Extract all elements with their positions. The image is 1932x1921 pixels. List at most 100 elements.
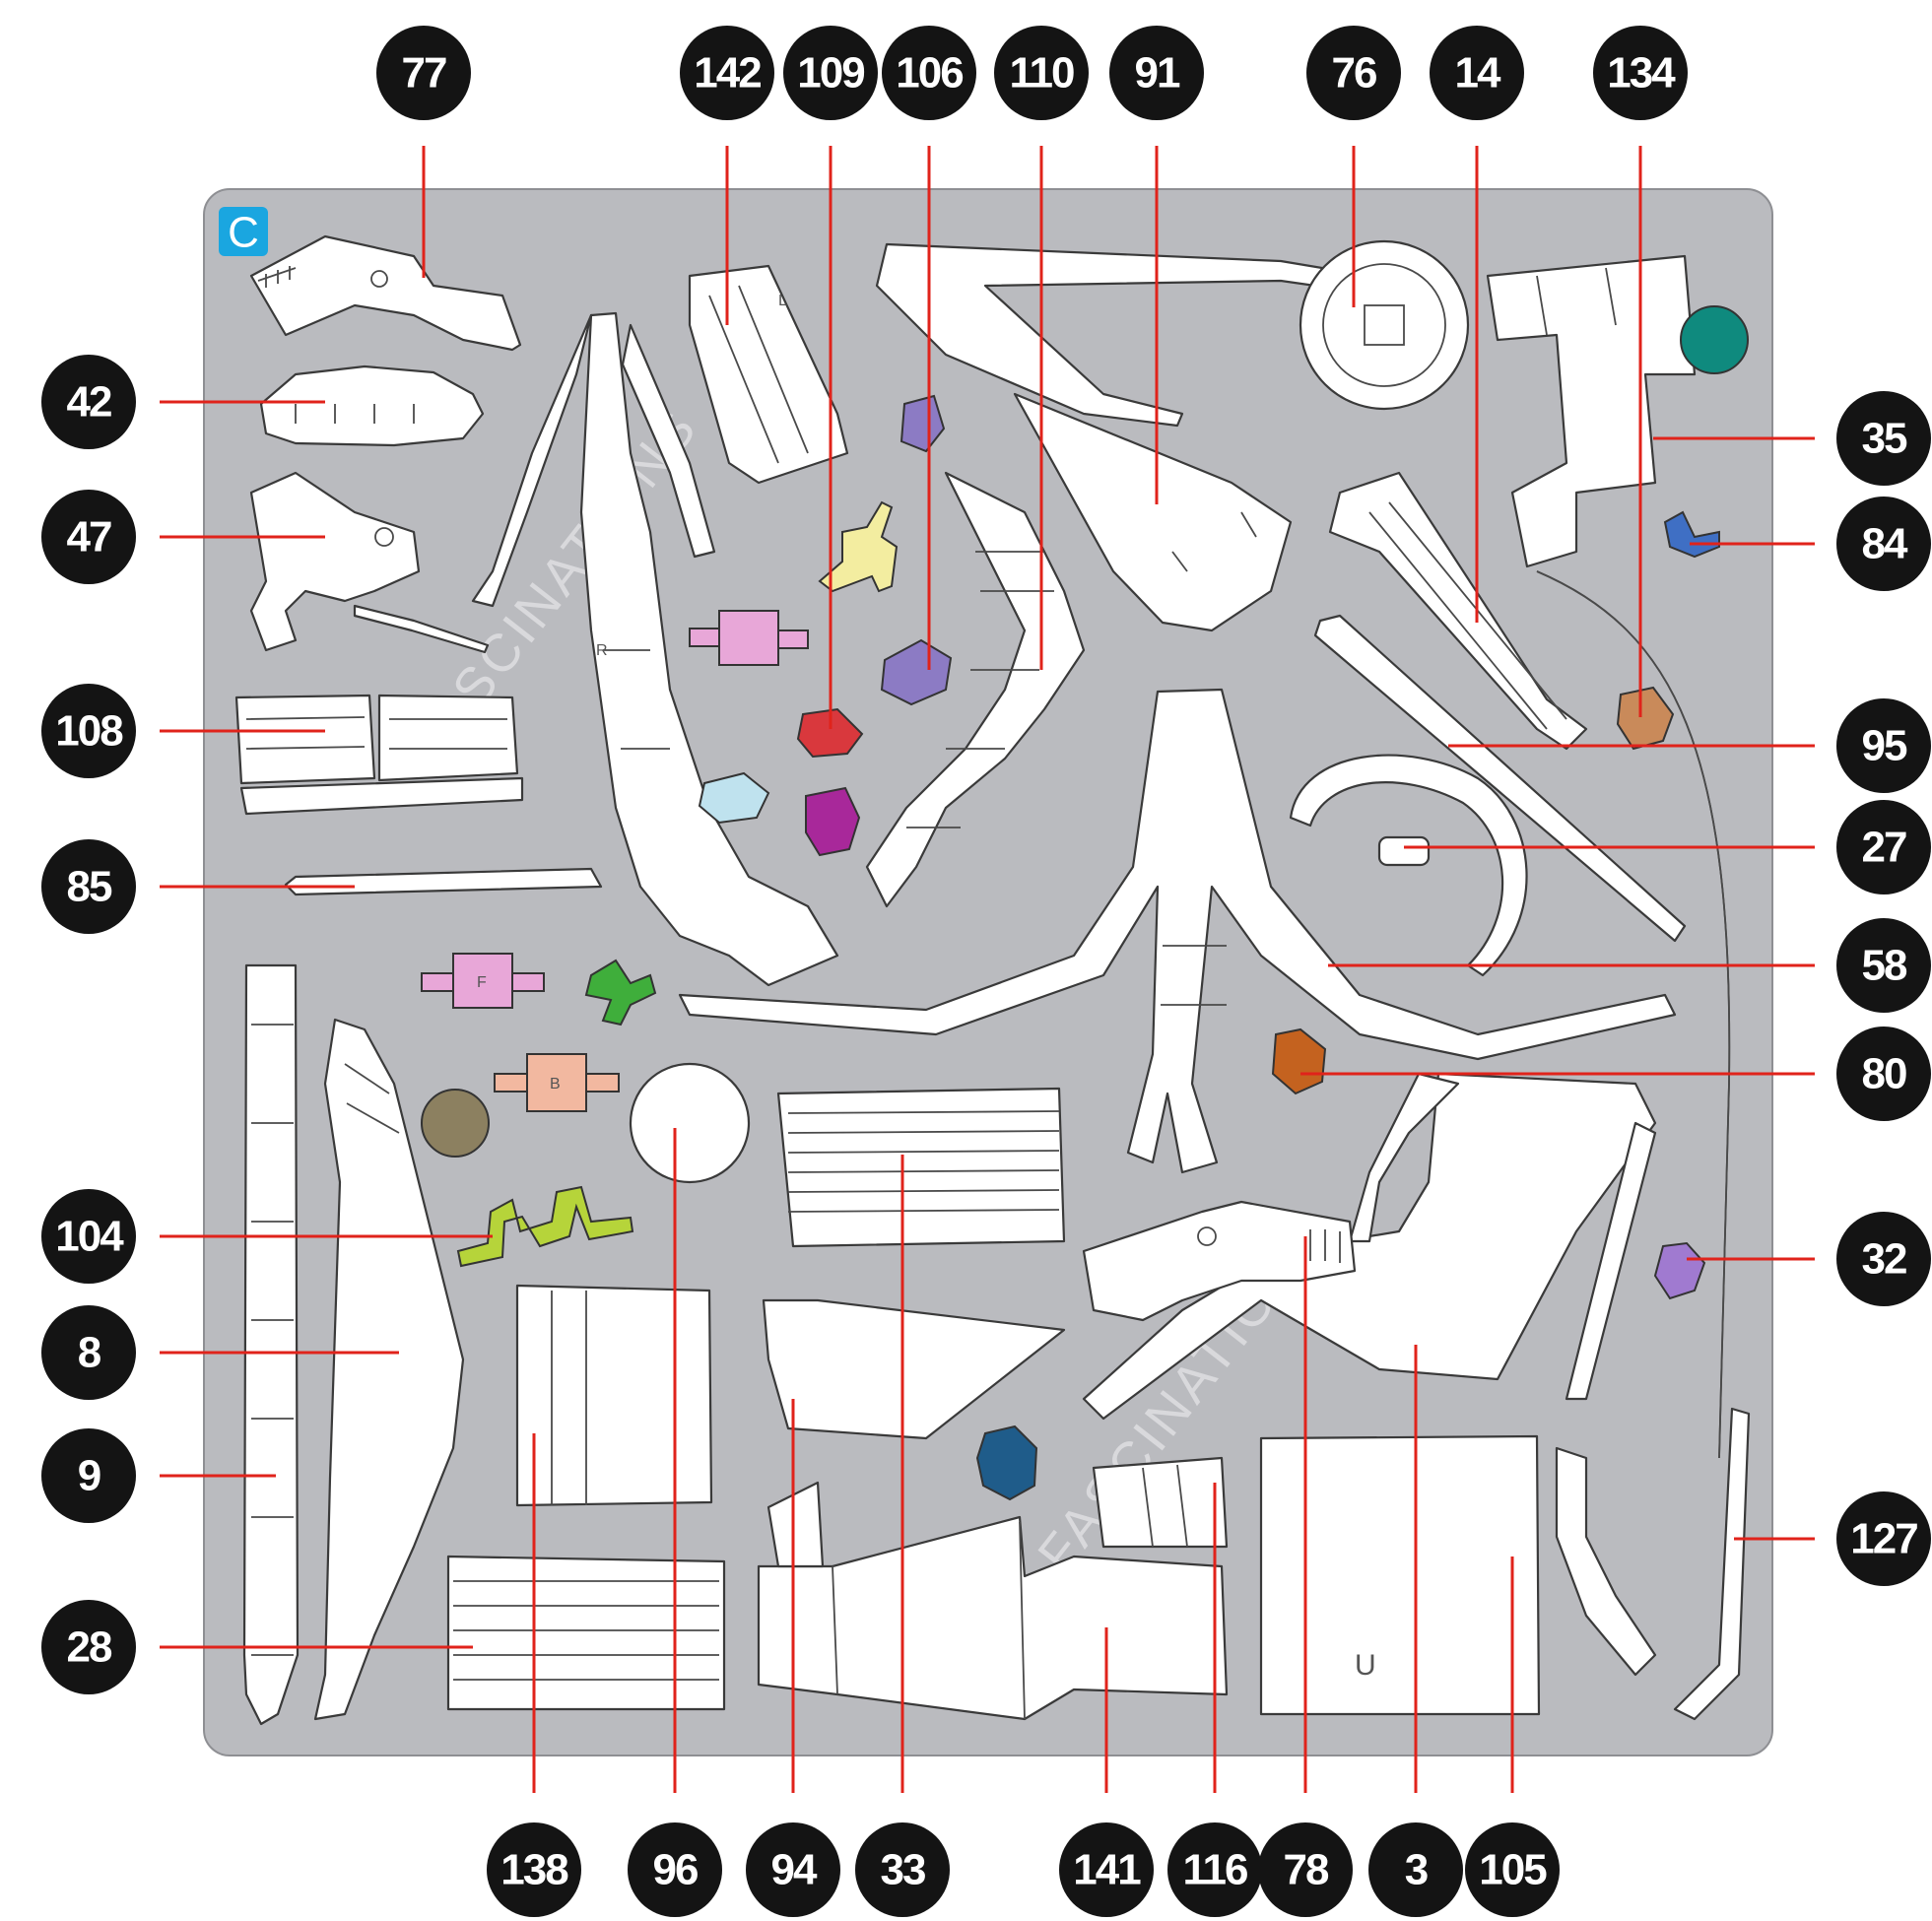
part-badge-142: 142 [680,26,774,120]
part-badge-label: 110 [1010,49,1075,98]
part-badge-label: 85 [67,863,112,911]
part-badge-138: 138 [487,1822,581,1917]
part-badge-58: 58 [1836,918,1931,1013]
part-138-shape [515,1284,713,1507]
part-95-shape [1313,614,1687,943]
lilac-piece-32 [1653,1241,1706,1300]
part-badge-9: 9 [41,1428,136,1523]
part-badge-84: 84 [1836,497,1931,591]
part-33-shape [776,1087,1066,1248]
purple-piece-106 [880,638,953,706]
leader-lines [160,146,1815,1793]
part-badge-label: 78 [1284,1846,1329,1894]
marking-r: R [596,642,608,659]
part-badge-32: 32 [1836,1212,1931,1306]
part-badge-label: 116 [1183,1846,1248,1894]
part-badge-42: 42 [41,355,136,449]
part-127-shape [1673,1407,1751,1721]
part-42-shape [259,364,485,447]
sheet-letter-tag: C [219,207,268,257]
orange-piece-80 [1271,1027,1327,1095]
part-27-ring-shape [1289,754,1528,977]
part-badge-110: 110 [994,26,1089,120]
red-piece-109 [796,707,864,759]
part-35-shape [1486,254,1697,568]
part-badge-76: 76 [1306,26,1401,120]
part-3-shape [1082,1072,1657,1421]
part-badge-label: 14 [1455,49,1501,98]
part-badge-109: 109 [783,26,878,120]
part-badge-label: 76 [1332,49,1376,98]
part-badge-label: 142 [694,49,761,98]
part-108-shape [234,694,524,816]
part-badge-label: 106 [896,49,963,98]
part-76-gear-shape [1299,239,1470,411]
part-badge-label: 9 [78,1452,100,1500]
part-badge-label: 47 [67,513,111,562]
magenta-piece [805,786,861,857]
teal-disc [1680,305,1749,374]
part-badge-label: 138 [500,1846,568,1894]
part-badge-3: 3 [1368,1822,1463,1917]
part-badge-label: 91 [1135,49,1180,98]
part-badge-label: 33 [881,1846,925,1894]
sheet-letter: C [228,209,259,257]
part-badge-108: 108 [41,684,136,778]
part-badges: 77 142 109 106 110 91 76 14 134 42 47 10… [41,26,1931,1917]
part-badge-label: 77 [402,49,446,98]
part-badge-134: 134 [1593,26,1688,120]
part-96-shape [629,1062,751,1184]
marking-l: L [778,293,787,309]
part-badge-label: 84 [1862,520,1908,568]
part-badge-label: 32 [1862,1235,1906,1284]
part-curve-right-shape [1555,1446,1657,1677]
blue-piece-84 [1663,510,1720,559]
tan-piece-134 [1616,686,1675,751]
part-badge-91: 91 [1109,26,1204,120]
part-94-shape [762,1298,1066,1440]
part-58-shape [678,688,1677,1174]
part-badge-label: 109 [797,49,864,98]
part-badge-label: 28 [67,1623,112,1672]
part-badge-label: 141 [1073,1846,1141,1894]
marking-f: F [477,974,487,991]
part-badge-77: 77 [376,26,471,120]
part-110-stack-shape [865,471,1086,908]
part-badge-80: 80 [1836,1027,1931,1121]
part-8-shape [313,1018,465,1721]
part-badge-33: 33 [855,1822,950,1917]
yellow-piece [818,500,899,593]
part-badge-8: 8 [41,1305,136,1400]
part-47-shape [249,471,490,654]
part-badge-label: 108 [55,707,123,756]
colored-pieces: F B [421,305,1749,1501]
part-badge-label: 27 [1862,824,1906,872]
part-badge-104: 104 [41,1189,136,1284]
part-badge-105: 105 [1465,1822,1560,1917]
part-badge-141: 141 [1059,1822,1154,1917]
part-badge-35: 35 [1836,391,1931,486]
part-9-shape [242,963,300,1726]
part-badge-label: 134 [1607,49,1676,98]
part-78-shape [1082,1200,1357,1322]
navy-piece [975,1424,1038,1501]
part-116-shape [1092,1456,1229,1549]
part-badge-78: 78 [1258,1822,1353,1917]
part-badge-label: 94 [771,1846,818,1894]
peach-piece: B [494,1053,620,1112]
part-badge-47: 47 [41,490,136,584]
part-134-cord-shape [1536,570,1731,1459]
lime-piece-104 [456,1185,634,1268]
part-85-shape [284,867,603,896]
part-badge-127: 127 [1836,1491,1931,1586]
part-105-shape: U [1259,1434,1541,1716]
part-badge-label: 80 [1862,1050,1906,1098]
light-blue-piece [698,771,770,825]
part-badge-label: 35 [1862,415,1907,463]
part-badge-label: 58 [1862,942,1907,990]
part-badge-label: 8 [78,1329,101,1377]
part-77-shape [249,234,522,352]
part-badge-label: 3 [1405,1846,1428,1894]
part-141-shape [757,1481,1229,1721]
